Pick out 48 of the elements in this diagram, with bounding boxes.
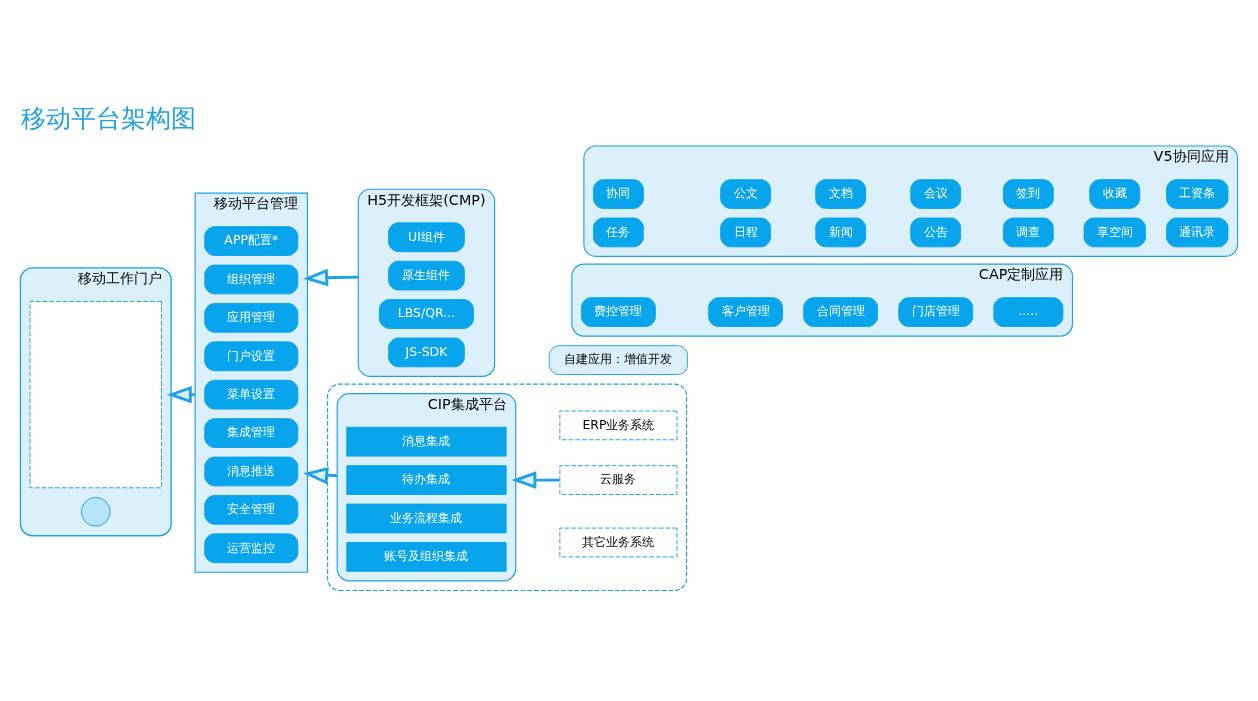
node-box: 会议 [910,179,962,209]
node-box: 消息集成 [346,426,507,457]
node-box: 客户管理 [708,297,784,327]
node-box: 原生组件 [388,260,465,291]
node-box: ..... [993,297,1064,327]
node-box: 签到 [1002,179,1054,209]
node-box: UI组件 [388,222,465,253]
node-box: 运营监控 [204,533,299,564]
cluster [327,383,688,592]
node-box: 合同管理 [803,297,879,327]
node-box: 新闻 [815,217,867,248]
node-box: 消息推送 [204,456,299,487]
node-box: 其它业务系统 [559,527,678,558]
node-box: 账号及组织集成 [346,542,507,572]
node-box: 日程 [720,217,772,248]
node-box: APP配置* [204,226,299,256]
node-box: 收藏 [1089,179,1141,209]
node-box: 任务 [593,217,644,248]
arrow [303,467,338,485]
node-box: JS-SDK [388,337,465,368]
node-circle [80,496,111,527]
node-box [29,301,162,489]
cluster: 移动工作门户 [19,267,172,537]
node-box: 门户设置 [204,341,299,372]
node-box: 自建应用：增值开发 [548,345,689,375]
node-box: 协同 [593,179,644,209]
node-box: 通讯录 [1166,217,1229,248]
node-box: 调查 [1002,217,1054,248]
diagram-title: 移动平台架构图 [21,103,197,133]
node-box: 云服务 [559,465,678,495]
node-box: 工资条 [1166,179,1229,209]
node-box: 集成管理 [204,418,299,448]
node-box: 公文 [720,179,772,209]
arrow [303,268,359,287]
node-box: 组织管理 [204,264,299,295]
node-box: 文档 [815,179,867,209]
node-box: 公告 [910,217,962,248]
node-box: 费控管理 [581,297,656,327]
node-box: 安全管理 [204,494,299,525]
node-box: 门店管理 [898,297,974,327]
node-box: 享空间 [1083,217,1146,248]
node-box: LBS/QR... [378,299,474,329]
node-box: 应用管理 [204,302,299,333]
arrow [511,471,560,489]
node-box: 业务流程集成 [346,503,507,534]
node-box: 待办集成 [346,465,507,495]
node-box: 菜单设置 [204,379,299,410]
node-box: ERP业务系统 [559,410,678,441]
